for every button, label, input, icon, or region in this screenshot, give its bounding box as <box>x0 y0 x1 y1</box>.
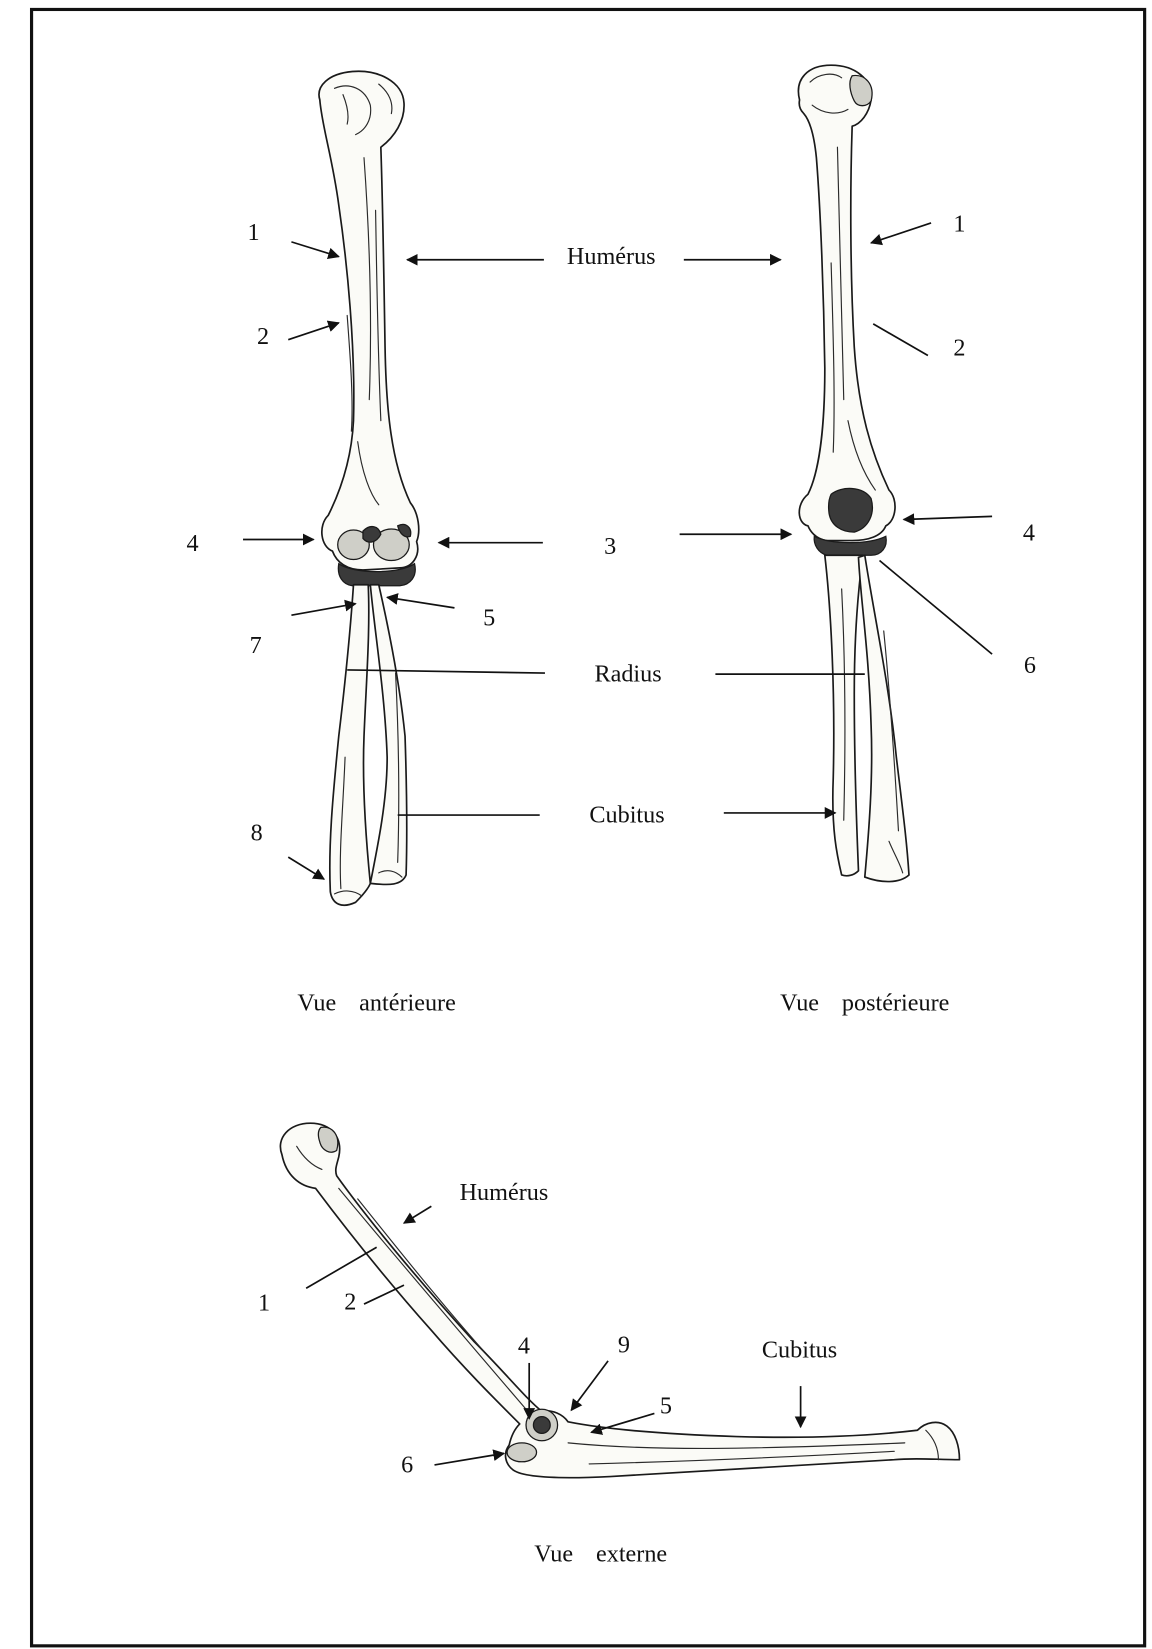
capitulum-external-center <box>533 1417 550 1434</box>
external-line-1 <box>306 1247 376 1288</box>
posterior-line-2 <box>873 324 928 356</box>
external-line-2 <box>364 1285 404 1304</box>
forearm-posterior-right-bone <box>858 555 908 881</box>
anterior-view <box>319 71 419 905</box>
external-arrow-6 <box>434 1453 503 1465</box>
posterior-caption: Vue postérieure <box>780 990 949 1017</box>
anterior-caption: Vue antérieure <box>297 990 455 1017</box>
anterior-marker-1: 1 <box>247 219 259 246</box>
forearm-posterior-left-bone <box>825 555 863 876</box>
anterior-marker-5: 5 <box>483 605 495 632</box>
posterior-marker-2: 2 <box>953 334 965 361</box>
humerus-anterior <box>319 71 419 570</box>
external-arrow-9 <box>571 1361 608 1410</box>
external-marker-6: 6 <box>401 1451 413 1478</box>
posterior-arrow-4 <box>904 516 992 519</box>
external-humerus-label: Humérus <box>460 1179 549 1206</box>
anterior-marker-2: 2 <box>257 323 269 350</box>
anterior-marker-4: 4 <box>186 530 198 557</box>
olecranon-external <box>507 1443 536 1462</box>
posterior-marker-4: 4 <box>1023 520 1035 547</box>
posterior-arrow-1 <box>871 223 931 243</box>
anterior-marker-7: 7 <box>250 632 262 659</box>
external-humerus-arrow <box>404 1206 431 1223</box>
external-marker-9: 9 <box>618 1331 630 1358</box>
anterior-arrow-5 <box>387 597 454 608</box>
external-caption: Vue externe <box>534 1541 667 1568</box>
anterior-arrow-8 <box>288 857 324 879</box>
anterior-arrow-7 <box>291 604 355 616</box>
external-marker-2: 2 <box>344 1288 356 1315</box>
olecranon-fossa-posterior <box>829 488 873 532</box>
anterior-arrow-1 <box>291 242 338 257</box>
external-marker-4: 4 <box>518 1332 530 1359</box>
humerus-label: Humérus <box>567 243 656 270</box>
external-marker-5: 5 <box>660 1392 672 1419</box>
posterior-marker-6: 6 <box>1024 652 1036 679</box>
anterior-arrow-2 <box>288 323 338 340</box>
posterior-marker-1: 1 <box>953 210 965 237</box>
forearm-anterior-right-bone <box>370 585 406 885</box>
forearm-anterior-left-bone <box>330 585 371 905</box>
humerus-posterior <box>798 65 895 540</box>
marker-3: 3 <box>604 533 616 560</box>
posterior-line-6 <box>880 561 993 655</box>
anterior-marker-8: 8 <box>251 819 263 846</box>
cubitus-label: Cubitus <box>589 801 664 828</box>
posterior-view <box>798 65 909 881</box>
external-marker-1: 1 <box>258 1289 270 1316</box>
external-cubitus-label: Cubitus <box>762 1337 837 1364</box>
radius-line-left <box>347 670 545 673</box>
radius-label: Radius <box>594 660 661 687</box>
